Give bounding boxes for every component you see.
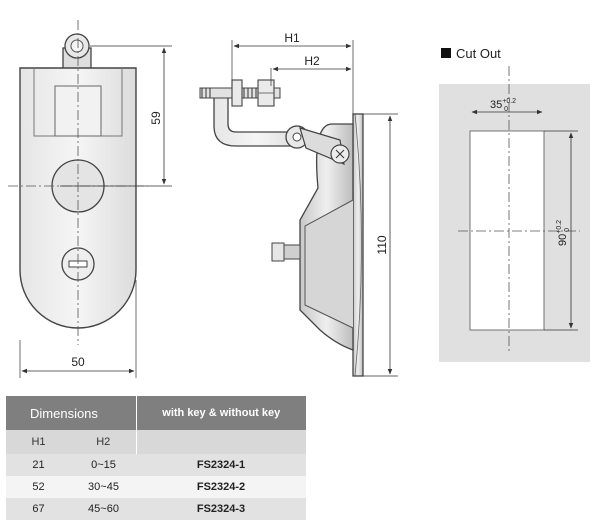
dim-h1-label: H1 — [284, 31, 300, 45]
dim-h2-label: H2 — [304, 54, 320, 68]
col-h1-header: H1 — [6, 430, 71, 454]
dim-50-label: 50 — [71, 355, 85, 369]
cell-h2: 45~60 — [88, 503, 119, 515]
cell-model: FS2324-2 — [196, 481, 246, 493]
cutout-legend-square — [441, 48, 451, 58]
cutout-title: Cut Out — [456, 46, 501, 61]
cell-h2: 0~15 — [91, 459, 116, 471]
table-row: 21 0~15 FS2324-1 — [6, 454, 306, 476]
side-view — [199, 40, 398, 377]
col-model-header — [135, 430, 306, 454]
table-subheader-row: H1 H2 — [6, 430, 306, 454]
cell-model: FS2324-3 — [196, 503, 246, 515]
cell-h1: 21 — [32, 459, 45, 471]
header-dimensions: Dimensions — [6, 396, 136, 430]
cell-h2: 30~45 — [88, 481, 119, 493]
table-header-row: Dimensions with key & without key — [6, 396, 306, 430]
cutout-height-label: 90+0.20 — [556, 220, 571, 246]
dim-110-label: 110 — [375, 235, 389, 254]
cell-model: FS2324-1 — [196, 459, 246, 471]
dimensions-table: Dimensions with key & without key H1 H2 … — [6, 396, 306, 520]
cell-h1: 67 — [32, 503, 45, 515]
header-key-option: with key & without key — [135, 396, 306, 430]
cutout-view — [439, 48, 590, 362]
table-row: 52 30~45 FS2324-2 — [6, 476, 306, 498]
table-row: 67 45~60 FS2324-3 — [6, 498, 306, 520]
col-h2-header: H2 — [71, 430, 136, 454]
front-view — [8, 20, 172, 378]
dim-59-label: 59 — [149, 111, 163, 125]
cell-h1: 52 — [32, 481, 45, 493]
